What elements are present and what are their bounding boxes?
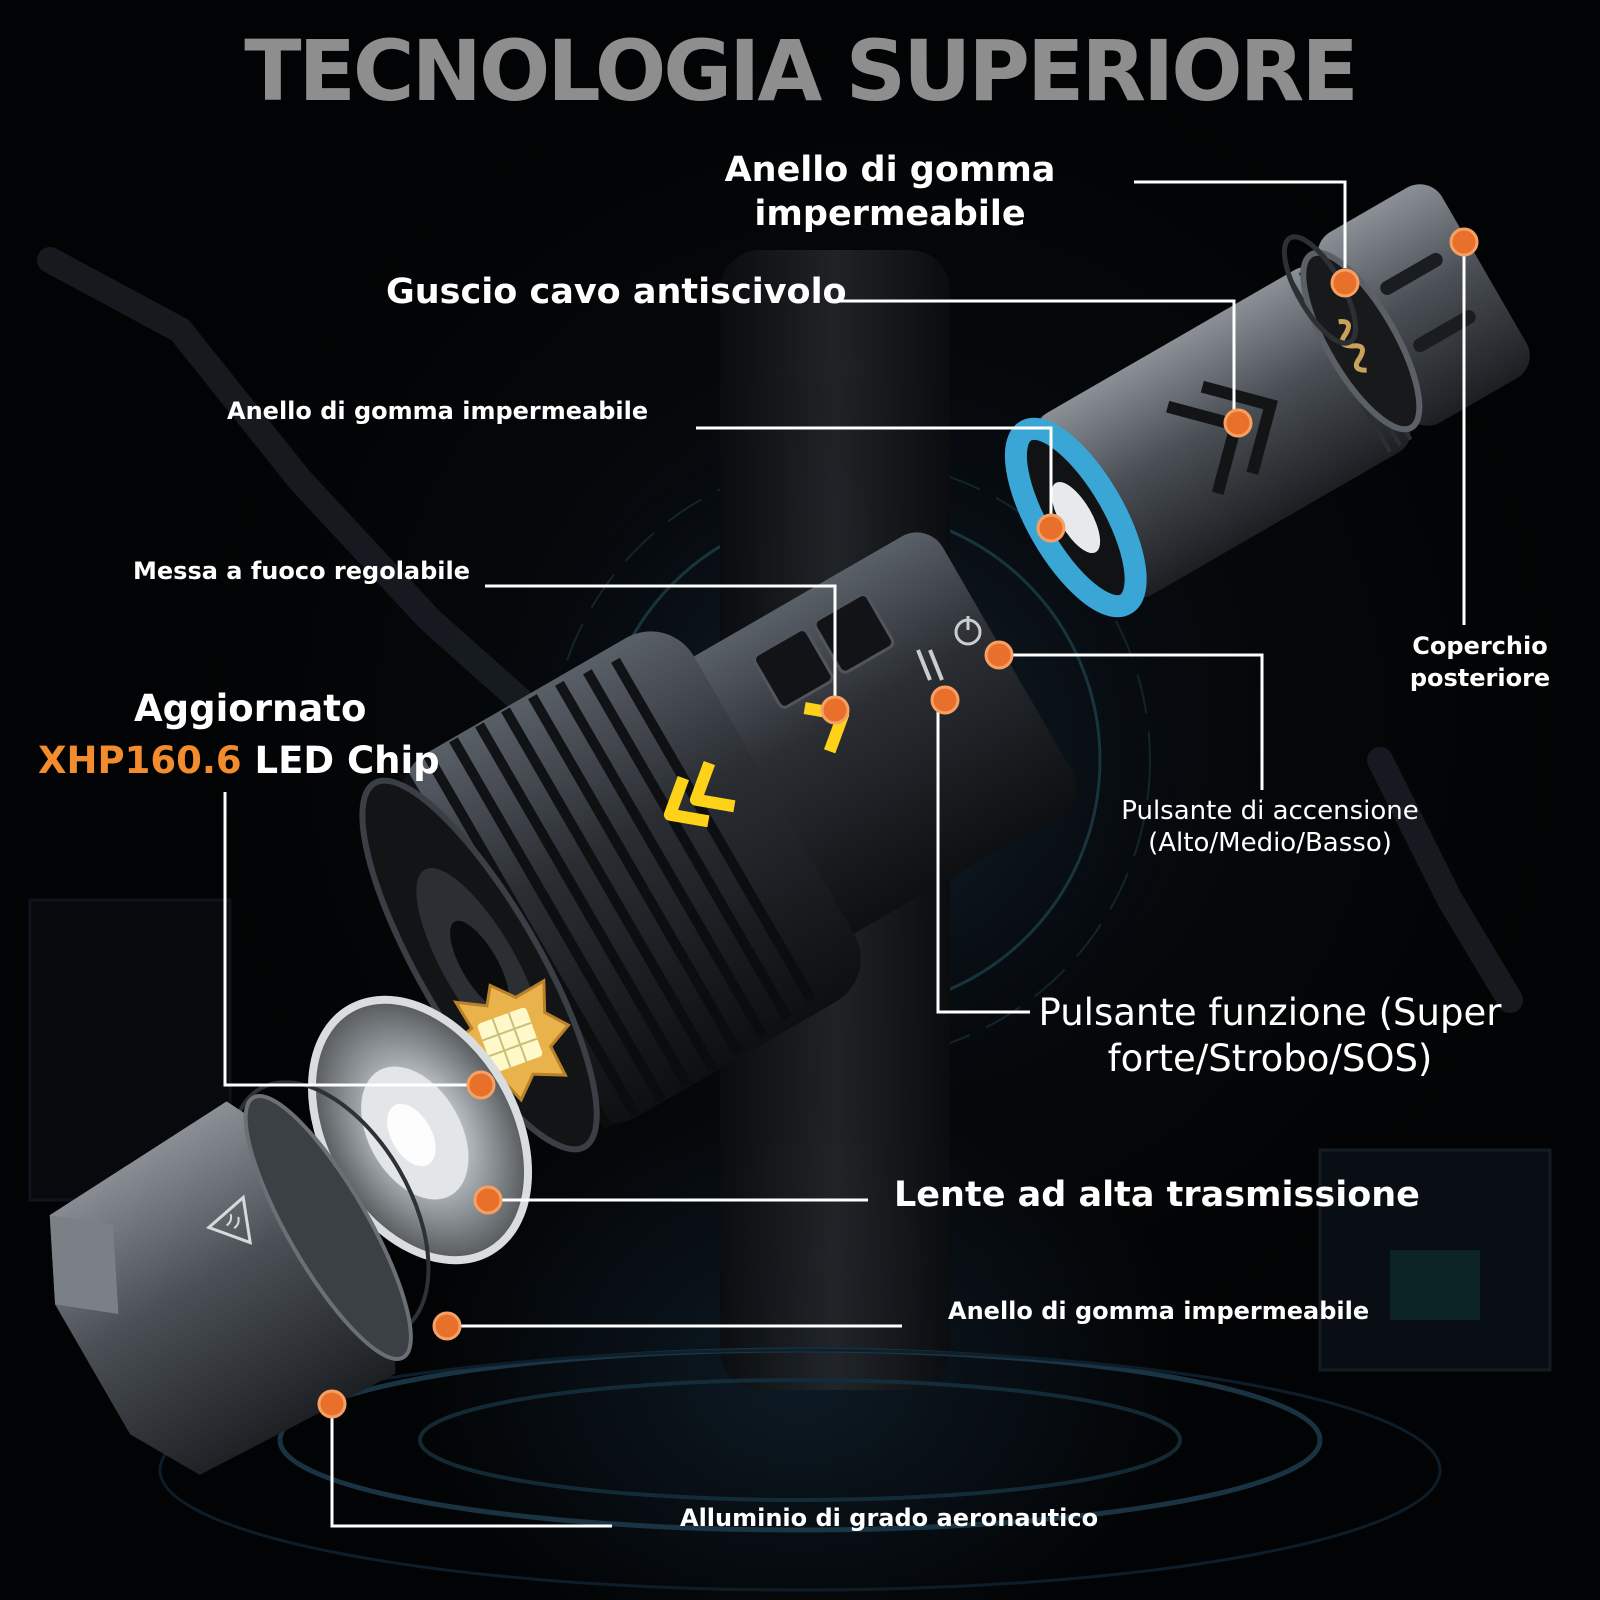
callout-dot-shell	[1223, 408, 1253, 438]
led-chip-model: XHP160.6	[38, 739, 242, 782]
callout-line-top-ring	[1134, 180, 1347, 268]
page-title: TECNOLOGIA SUPERIORE	[244, 22, 1359, 120]
callout-line-function	[936, 700, 1030, 1014]
mode-switch-icon	[916, 649, 944, 681]
led-chip-suffix: LED Chip	[241, 739, 440, 782]
callout-dot-power	[984, 640, 1014, 670]
label-aluminium: Alluminio di grado aeronautico	[680, 1504, 1099, 1532]
label-function-button: Pulsante funzione (Super forte/Strobo/SO…	[1038, 991, 1502, 1080]
label-led-line2: XHP160.6 LED Chip	[38, 735, 440, 787]
callout-dot-focus	[820, 695, 850, 725]
label-led-chip: Aggiornato XHP160.6 LED Chip	[38, 683, 440, 787]
label-tail-cap: Coperchio posteriore	[1409, 632, 1551, 692]
callout-line-aluminium	[330, 1404, 612, 1528]
callout-line-shell	[836, 299, 1236, 418]
reflector-lens	[307, 995, 533, 1265]
callout-dot-led	[466, 1070, 496, 1100]
callout-dot-lens	[473, 1185, 503, 1215]
callout-line-focus	[485, 584, 837, 700]
label-mid-rubber-ring: Anello di gomma impermeabile	[227, 397, 649, 425]
callout-lines	[223, 180, 1466, 1528]
power-icon	[954, 616, 982, 646]
label-power-button: Pulsante di accensione (Alto/Medio/Basso…	[1121, 796, 1419, 858]
label-shell: Guscio cavo antiscivolo	[386, 272, 847, 312]
callout-dot-top-ring	[1330, 268, 1360, 298]
callout-dot-tail-cap	[1449, 227, 1479, 257]
callout-dots	[317, 227, 1479, 1419]
callout-dot-aluminium	[317, 1389, 347, 1419]
label-lens: Lente ad alta trasmissione	[894, 1175, 1420, 1215]
head-cap	[49, 1094, 413, 1475]
callout-dot-mid-ring	[1036, 513, 1066, 543]
label-bottom-rubber-ring: Anello di gomma impermeabile	[948, 1297, 1370, 1325]
callout-line-led	[223, 792, 478, 1087]
callout-dot-bottom-ring	[432, 1311, 462, 1341]
heat-warning-icon	[205, 1194, 253, 1245]
label-adjustable-focus: Messa a fuoco regolabile	[133, 557, 471, 585]
callout-dot-function	[930, 685, 960, 715]
tail-cap	[1300, 184, 1530, 433]
callout-line-power	[995, 653, 1264, 790]
label-led-line1: Aggiornato	[134, 687, 367, 730]
callout-line-mid-ring	[696, 426, 1053, 522]
label-top-rubber-ring: Anello di gomma impermeabile	[724, 150, 1056, 234]
